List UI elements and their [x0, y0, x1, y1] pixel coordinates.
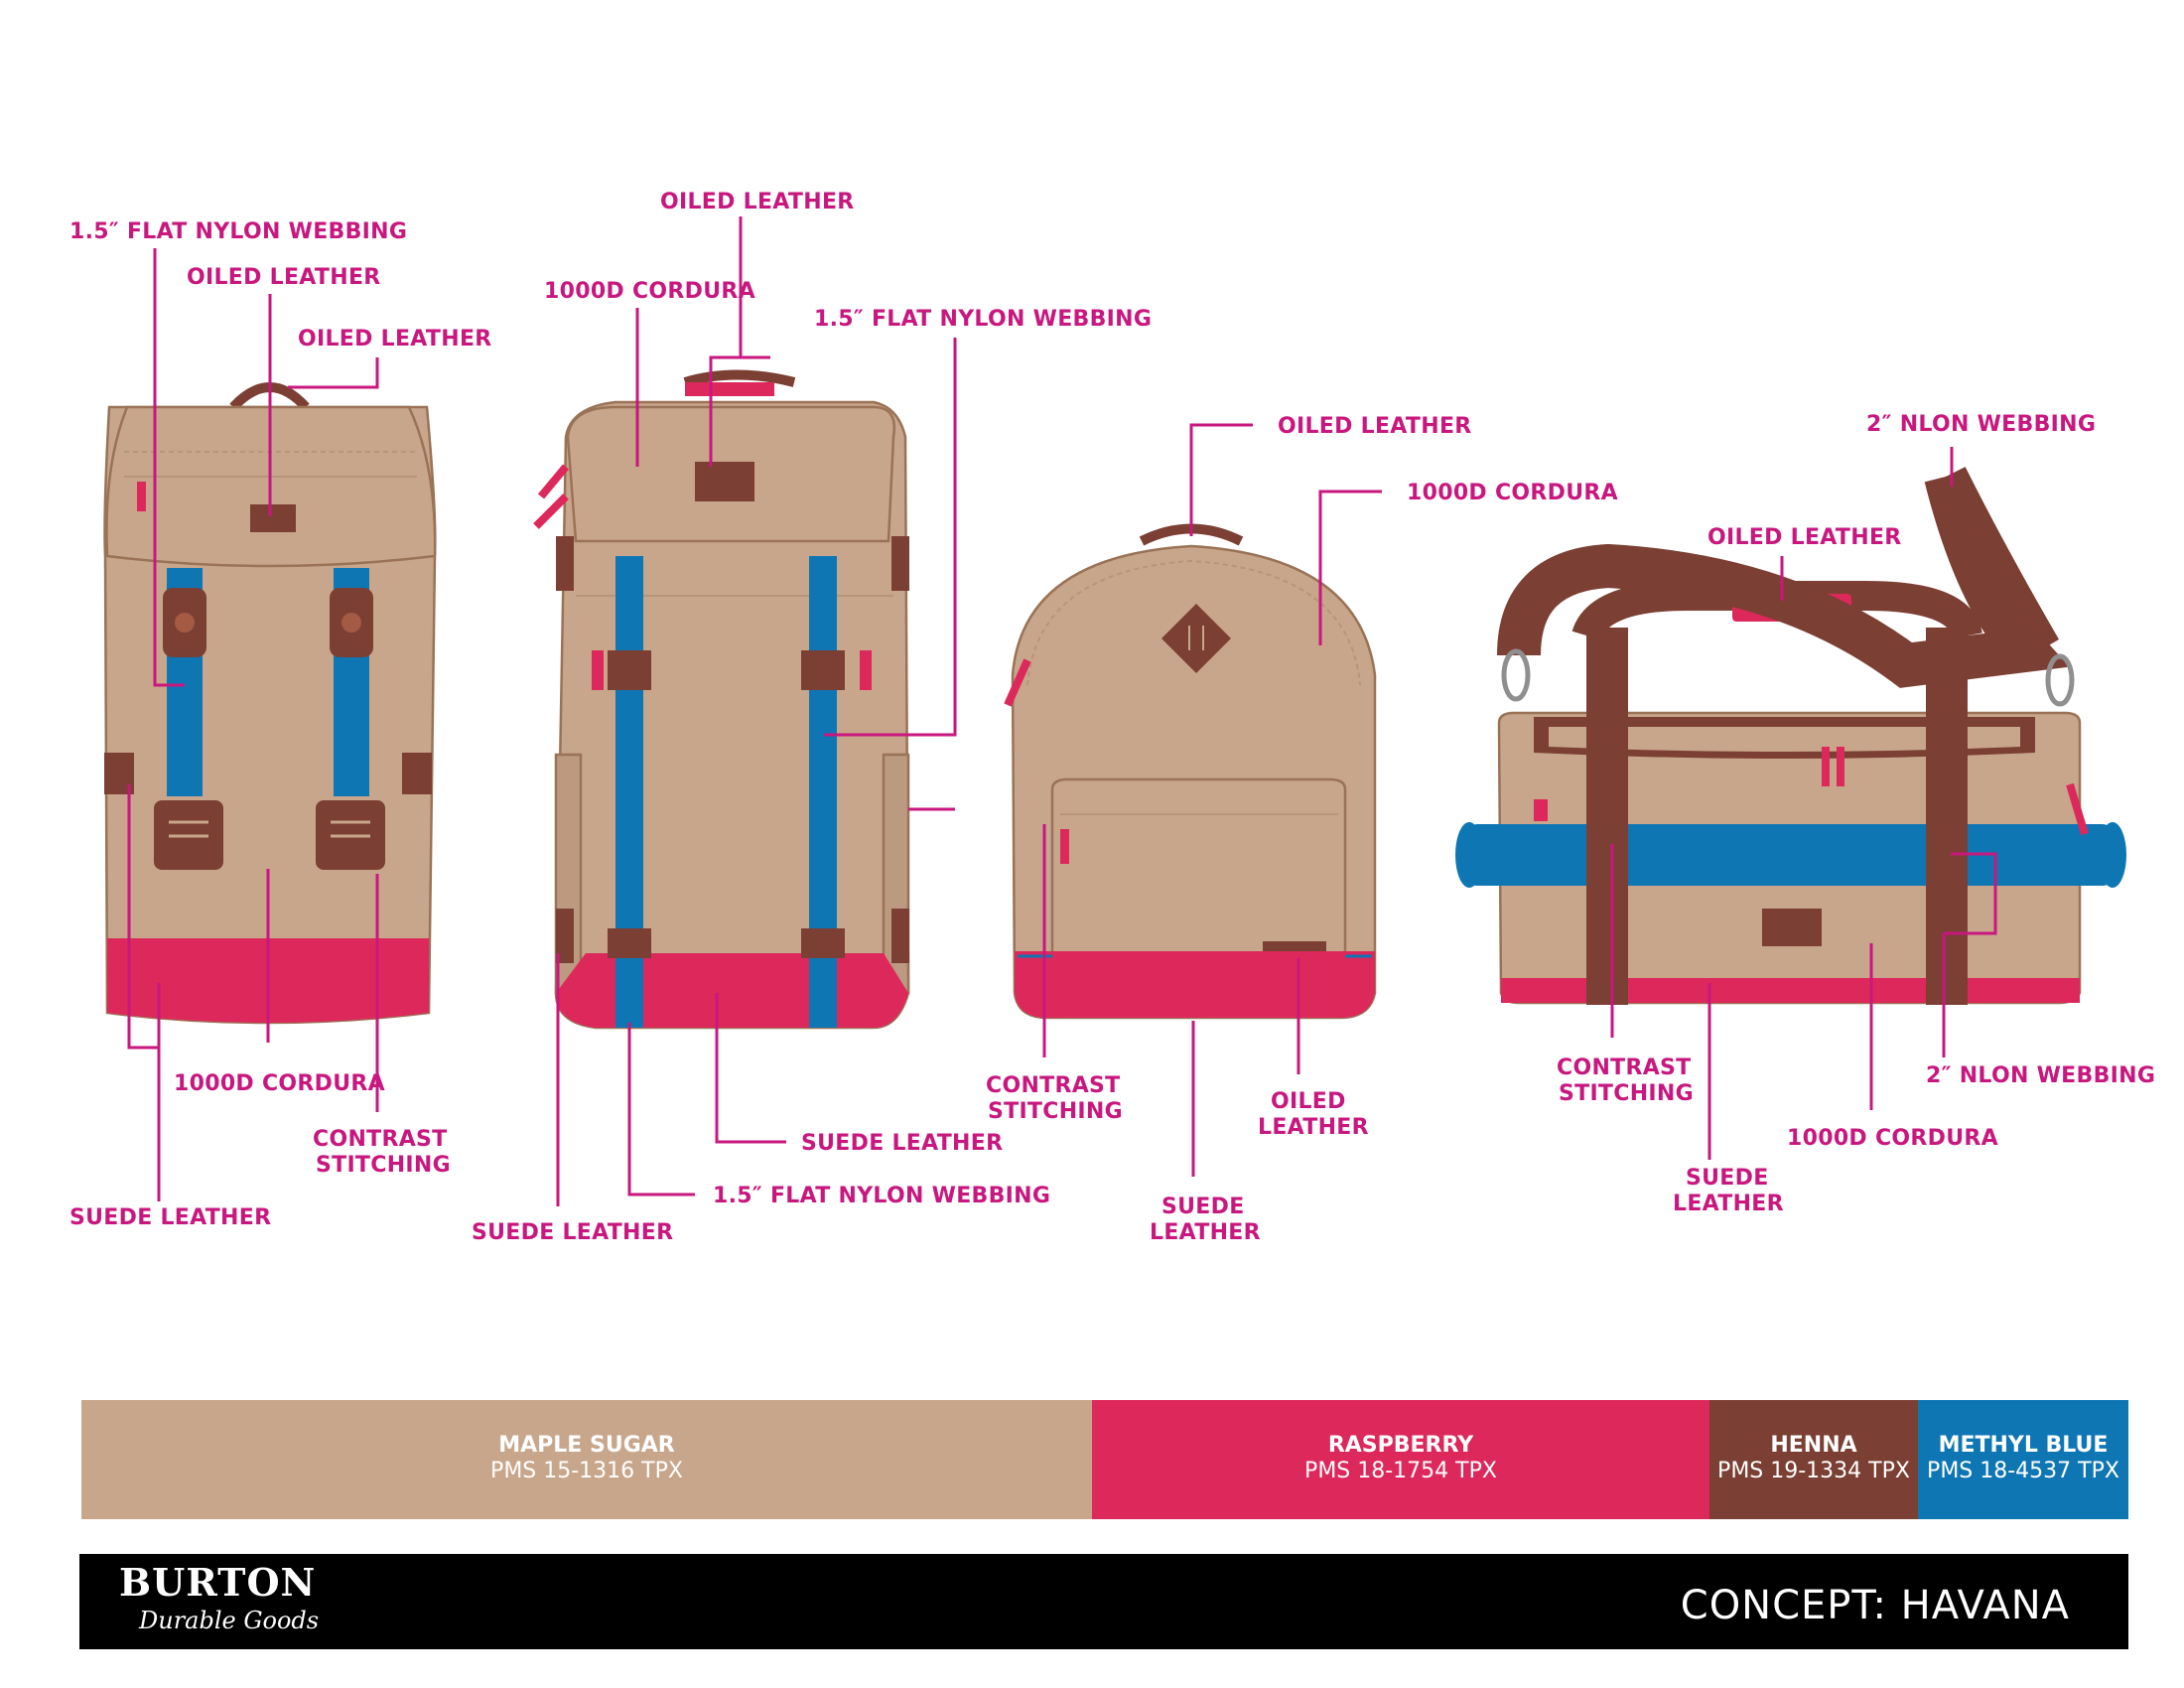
- label-pack3-oiled: OILED LEATHER: [1278, 414, 1472, 439]
- swatch-name: METHYL BLUE: [1939, 1433, 2109, 1458]
- label-pack3-oiled-bottom-1: OILED: [1271, 1089, 1346, 1114]
- label-duffel-stitching-2: STITCHING: [1559, 1081, 1694, 1106]
- label-pack2-oiled: OILED LEATHER: [660, 190, 855, 214]
- label-pack3-suede-1: SUEDE: [1161, 1195, 1245, 1219]
- label-duffel-oiled: OILED LEATHER: [1707, 525, 1902, 550]
- duffel-leaders: [1610, 447, 1997, 1160]
- swatch-code: PMS 19-1334 TPX: [1717, 1459, 1910, 1483]
- label-pack2-cordura: 1000D CORDURA: [544, 279, 755, 304]
- swatch-henna-fill: [1709, 1400, 1918, 1519]
- concept-title: CONCEPT: HAVANA: [1681, 1583, 2070, 1628]
- label-pack2-suede-right: SUEDE LEATHER: [801, 1131, 1003, 1156]
- backpack-2-illustration: [533, 369, 910, 1030]
- duffel-illustration: [1455, 467, 2126, 1005]
- label-pack3-cordura: 1000D CORDURA: [1407, 481, 1618, 505]
- label-duffel-webbing-bottom: 2″ NLON WEBBING: [1926, 1063, 2155, 1088]
- swatch-maple-sugar: MAPLE SUGAR PMS 15-1316 TPX: [81, 1400, 1092, 1519]
- label-pack1-suede: SUEDE LEATHER: [69, 1205, 271, 1230]
- swatch-raspberry: RASPBERRY PMS 18-1754 TPX: [1092, 1400, 1709, 1519]
- brand-tagline: Durable Goods: [138, 1607, 319, 1634]
- swatch-maple-sugar-fill: [81, 1400, 1092, 1519]
- swatch-code: PMS 18-4537 TPX: [1927, 1459, 2119, 1483]
- backpack-3-leaders: [1042, 423, 1382, 1177]
- label-pack1-stitching-2: STITCHING: [316, 1153, 451, 1178]
- footer-background: [79, 1554, 2128, 1649]
- backpack-2-leaders: [556, 216, 957, 1206]
- label-pack3-stitching-2: STITCHING: [988, 1099, 1123, 1124]
- color-palette: MAPLE SUGAR PMS 15-1316 TPX RASPBERRY PM…: [81, 1400, 2128, 1519]
- swatch-name: MAPLE SUGAR: [498, 1433, 675, 1458]
- swatch-code: PMS 15-1316 TPX: [490, 1459, 683, 1483]
- swatch-raspberry-fill: [1092, 1400, 1709, 1519]
- label-duffel-suede-2: LEATHER: [1673, 1192, 1784, 1216]
- label-pack3-oiled-bottom-2: LEATHER: [1258, 1115, 1369, 1140]
- label-pack1-cordura: 1000D CORDURA: [174, 1071, 385, 1096]
- swatch-name: HENNA: [1770, 1433, 1856, 1458]
- swatch-code: PMS 18-1754 TPX: [1304, 1459, 1497, 1483]
- swatch-name: RASPBERRY: [1328, 1433, 1474, 1458]
- label-pack3-suede-2: LEATHER: [1150, 1220, 1261, 1245]
- swatch-methyl-blue-fill: [1918, 1400, 2128, 1519]
- label-pack3-stitching-1: CONTRAST: [986, 1073, 1121, 1098]
- label-duffel-cordura: 1000D CORDURA: [1787, 1126, 1998, 1151]
- swatch-methyl-blue: METHYL BLUE PMS 18-4537 TPX: [1918, 1400, 2128, 1519]
- backpack-1-leaders: [127, 248, 379, 1201]
- label-duffel-suede-1: SUEDE: [1686, 1166, 1769, 1191]
- footer-bar: BURTON Durable Goods CONCEPT: HAVANA: [79, 1554, 2128, 1649]
- brand-logo: BURTON: [119, 1560, 316, 1605]
- label-pack2-suede-left: SUEDE LEATHER: [472, 1220, 673, 1245]
- label-pack2-webbing-bottom: 1.5″ FLAT NYLON WEBBING: [713, 1184, 1050, 1208]
- label-pack1-webbing: 1.5″ FLAT NYLON WEBBING: [69, 219, 407, 244]
- callout-labels: 1.5″ FLAT NYLON WEBBING OILED LEATHER OI…: [69, 190, 2155, 1245]
- label-duffel-webbing-top: 2″ NLON WEBBING: [1866, 412, 2096, 437]
- swatch-henna: HENNA PMS 19-1334 TPX: [1709, 1400, 1918, 1519]
- label-pack1-oiled-1: OILED LEATHER: [187, 265, 381, 290]
- label-duffel-stitching-1: CONTRAST: [1557, 1055, 1692, 1080]
- label-pack1-stitching-1: CONTRAST: [313, 1127, 448, 1152]
- backpack-3-illustration: [1004, 523, 1377, 1020]
- label-pack2-webbing-top: 1.5″ FLAT NYLON WEBBING: [814, 307, 1152, 332]
- label-pack1-oiled-2: OILED LEATHER: [298, 327, 492, 352]
